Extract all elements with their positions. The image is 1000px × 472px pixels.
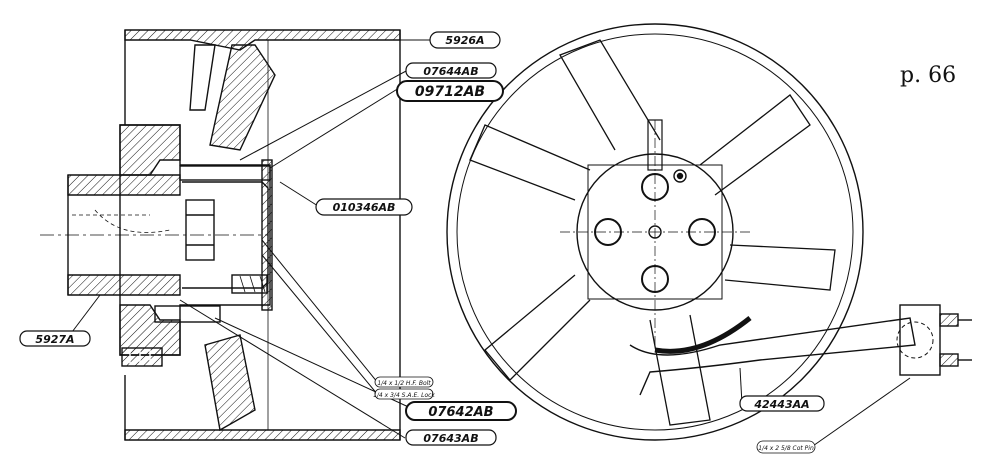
label-07643ab: 07643AB — [423, 432, 478, 445]
clamp-block — [899, 304, 941, 376]
label-07644ab: 07644AB — [423, 65, 478, 78]
spokes — [469, 39, 836, 426]
label-010346ab: 010346AB — [333, 201, 396, 214]
bolt-upper — [179, 165, 271, 181]
axle-nut — [185, 199, 215, 261]
spoke-lower — [204, 334, 256, 432]
center-boss — [648, 225, 662, 239]
brake-arm — [629, 304, 972, 396]
spoke-rib-upper — [189, 44, 216, 111]
note-bolt: 1/4 x 1/2 H.F. Bolt — [377, 380, 431, 387]
label-5927a: 5927A — [35, 333, 74, 346]
note-cot-pin: 1/4 x 2 5/8 Cot Pin — [758, 445, 814, 452]
label-07642ab: 07642AB — [428, 405, 493, 420]
axle-upper-wall — [67, 174, 181, 196]
bolt-hole-left — [594, 218, 622, 246]
bolt-hole-right — [688, 218, 716, 246]
valve-stem — [647, 119, 663, 171]
outer-rim — [446, 23, 864, 441]
bolt-lower — [154, 305, 221, 323]
note-lock: 1/4 x 3/4 S.A.E. Lock — [373, 392, 435, 399]
rim-bottom — [124, 375, 401, 441]
spoke-upper — [209, 44, 276, 151]
bolt-hole-top — [641, 173, 669, 201]
label-texts: 5926A 07644AB 09712AB 010346AB 5927A 076… — [35, 34, 956, 452]
axle-lower-wall — [67, 274, 181, 296]
section-view — [40, 29, 401, 441]
part-labels — [19, 31, 825, 454]
label-42443aa: 42443AA — [753, 398, 809, 411]
label-5926a: 5926A — [445, 34, 484, 47]
label-09712ab: 09712AB — [415, 84, 485, 100]
page-note: p. 66 — [900, 63, 956, 88]
wheel-nut — [121, 347, 163, 367]
stud — [231, 274, 268, 294]
bolt-hole-bottom — [641, 265, 669, 293]
wheel-face-view — [446, 23, 864, 441]
